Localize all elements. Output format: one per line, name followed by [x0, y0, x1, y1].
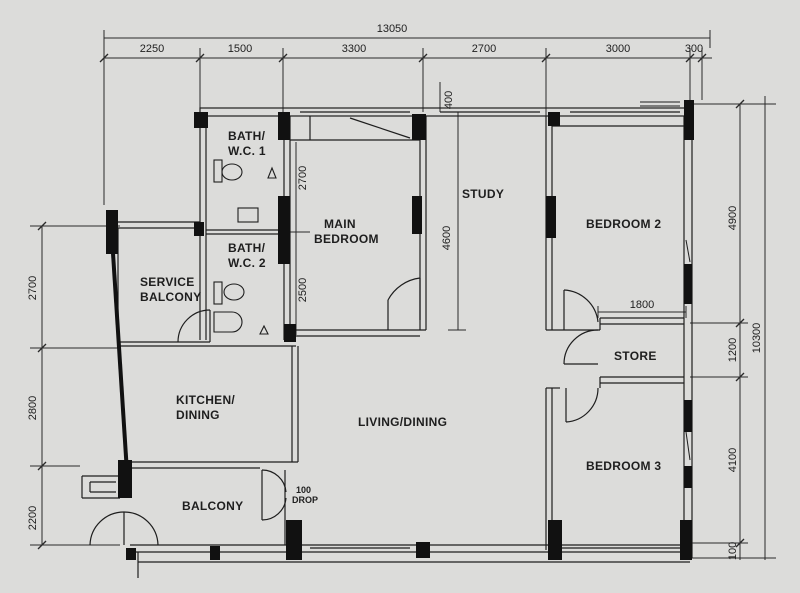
room-label-store: STORE	[614, 349, 657, 363]
dim-right-upper: 4900	[727, 206, 739, 230]
room-label-bath2: BATH/	[228, 241, 266, 255]
dim-store-height: 1200	[727, 338, 739, 362]
dim-top-1: 2250	[140, 43, 164, 55]
dim-gap: 400	[443, 91, 455, 109]
room-label-bath1-line2: W.C. 1	[228, 144, 266, 158]
room-label-main-bedroom: MAIN	[324, 217, 356, 231]
doors	[89, 277, 599, 546]
room-label-bedroom2: BEDROOM 2	[586, 217, 661, 231]
dimension-ticks	[37, 53, 745, 550]
dim-left-lower: 2200	[27, 506, 39, 530]
dim-right-lower: 4100	[727, 448, 739, 472]
room-label-service-balcony-line2: BALCONY	[140, 290, 201, 304]
structural-columns	[106, 100, 694, 560]
room-label-bedroom3: BEDROOM 3	[586, 459, 661, 473]
room-label-kitchen: KITCHEN/	[176, 393, 235, 407]
room-label-service-balcony: SERVICE	[140, 275, 195, 289]
room-label-bath2-line2: W.C. 2	[228, 256, 266, 270]
note-drop-value: 100	[296, 485, 311, 495]
window-marks	[310, 101, 691, 461]
dim-top-5: 3000	[606, 43, 630, 55]
dim-main-bedroom-lower: 2500	[297, 278, 309, 302]
room-label-kitchen-line2: DINING	[176, 408, 220, 422]
dim-left-middle: 2800	[27, 396, 39, 420]
dim-bottom-right: 100	[727, 542, 739, 560]
wall-outlines	[81, 104, 693, 578]
dim-total-width: 13050	[377, 23, 408, 35]
room-label-bath1: BATH/	[228, 129, 266, 143]
bath-fixtures	[213, 159, 277, 335]
dim-top-2: 1500	[228, 43, 252, 55]
dim-left-upper: 2700	[27, 276, 39, 300]
dim-top-3: 3300	[342, 43, 366, 55]
room-label-balcony: BALCONY	[182, 499, 243, 513]
kitchen-exterior-wall	[109, 221, 130, 489]
dim-top-4: 2700	[472, 43, 496, 55]
dim-top-6: 300	[685, 43, 703, 55]
note-drop-label: DROP	[292, 495, 318, 505]
dim-store-width: 1800	[630, 299, 654, 311]
dim-study-depth: 4600	[441, 226, 453, 250]
dim-main-bedroom-left: 2700	[297, 166, 309, 190]
room-label-main-bedroom-line2: BEDROOM	[314, 232, 379, 246]
room-label-study: STUDY	[462, 187, 504, 201]
room-label-living-dining: LIVING/DINING	[358, 415, 447, 429]
dim-total-height: 10300	[751, 323, 763, 354]
